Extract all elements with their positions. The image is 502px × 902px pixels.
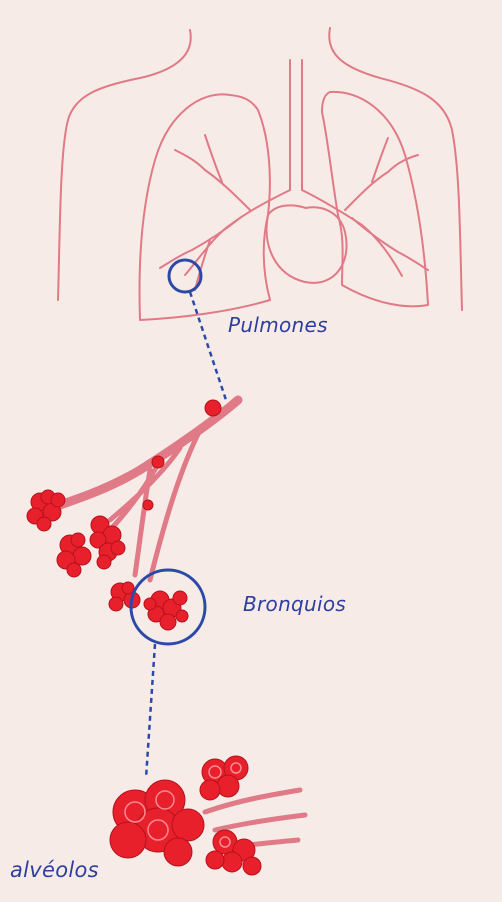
label-bronquios: Bronquios [243,592,346,616]
label-pulmones: Pulmones [228,313,328,337]
bronchus-node-b [143,500,153,510]
label-alveolos: alvéolos [10,858,99,882]
bronchus-bulb-top [205,400,221,416]
bronchus-node-a [152,456,164,468]
